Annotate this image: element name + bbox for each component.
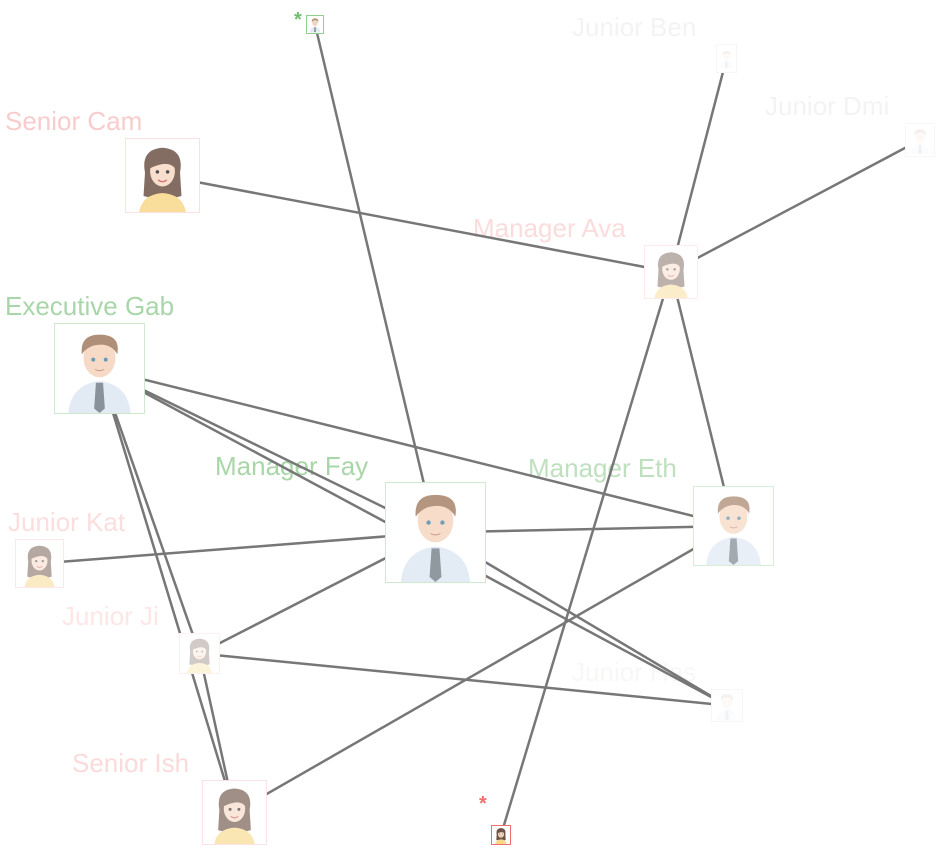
node-label-kat: Junior Kat: [8, 507, 126, 537]
node-label-cam: Senior Cam: [5, 106, 143, 136]
male-avatar-icon: [307, 16, 323, 33]
edge-star_green-fay: [313, 24, 437, 533]
asterisk-marker: *: [479, 793, 487, 815]
male-avatar-icon: [55, 324, 144, 413]
edge-gab-ji: [98, 368, 201, 654]
node-avatar-dmi[interactable]: [905, 123, 935, 157]
edge-gab-ish: [98, 368, 236, 813]
female-avatar-icon: [126, 139, 199, 212]
node-avatar-ben[interactable]: [716, 44, 737, 73]
edge-dmi-ava: [670, 138, 921, 274]
node-label-dmi: Junior Dmi: [765, 91, 890, 121]
edge-fay-kat: [39, 531, 436, 565]
edge-eth-ish: [233, 524, 735, 814]
node-label-ava: Manager Ava: [473, 213, 626, 243]
male-avatar-icon: [694, 487, 773, 565]
node-avatar-eth[interactable]: [693, 486, 774, 566]
node-avatar-star_green[interactable]: [306, 15, 324, 34]
node-label-ish: Senior Ish: [72, 748, 190, 778]
node-label-has: Junior Has: [572, 657, 697, 687]
edge-cam-ava: [162, 174, 672, 274]
edge-ji-has: [199, 652, 728, 707]
node-avatar-ish[interactable]: [202, 780, 267, 845]
male-avatar-icon: [386, 483, 485, 582]
node-avatar-cam[interactable]: [125, 138, 200, 213]
node-avatar-fay[interactable]: [385, 482, 486, 583]
node-avatar-ava[interactable]: [644, 245, 698, 299]
female-avatar-icon: [492, 826, 510, 844]
edge-ava-star_red: [499, 271, 673, 836]
node-label-fay: Manager Fay: [215, 451, 369, 481]
female-avatar-icon: [645, 246, 697, 298]
female-avatar-icon: [180, 634, 219, 673]
node-label-gab: Executive Gab: [5, 291, 175, 321]
edge-ava-eth: [669, 271, 735, 527]
node-avatar-ji[interactable]: [179, 633, 220, 674]
node-avatar-kat[interactable]: [15, 539, 64, 588]
male-avatar-icon: [717, 49, 736, 68]
edge-gab-eth: [99, 367, 734, 528]
edge-gab-fay: [98, 367, 437, 534]
edge-ben-ava: [669, 58, 728, 273]
male-avatar-icon: [712, 690, 742, 721]
node-avatar-gab[interactable]: [54, 323, 145, 414]
female-avatar-icon: [16, 540, 63, 587]
node-avatar-star_red[interactable]: [491, 825, 511, 845]
node-label-ji: Junior Ji: [62, 601, 159, 631]
male-avatar-icon: [906, 126, 934, 154]
asterisk-marker: *: [294, 9, 302, 31]
node-label-eth: Manager Eth: [528, 453, 677, 483]
female-avatar-icon: [203, 781, 266, 844]
node-label-ben: Junior Ben: [572, 12, 697, 42]
node-avatar-has[interactable]: [711, 689, 743, 722]
